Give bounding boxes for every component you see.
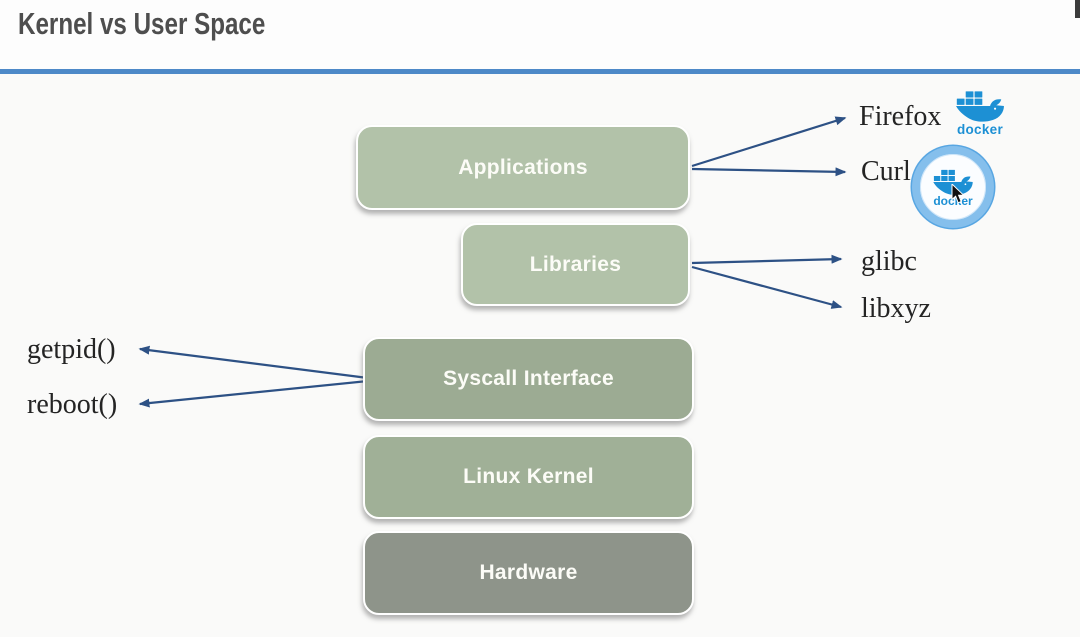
docker-caption: docker: [933, 194, 973, 208]
docker-caption: docker: [956, 122, 1004, 137]
arrow-syscall-to-reboot: [138, 379, 369, 408]
header-divider-line: [0, 69, 1080, 74]
label-getpid: getpid(): [27, 334, 116, 365]
box-syscall-interface-label: Syscall Interface: [443, 367, 614, 390]
box-libraries-label: Libraries: [529, 252, 622, 276]
box-hardware: Hardware: [363, 531, 694, 615]
window-corner-fragment: [1075, 0, 1080, 18]
box-hardware-label: Hardware: [479, 561, 578, 584]
docker-logo-firefox[interactable]: docker: [946, 89, 1014, 137]
box-linux-kernel: Linux Kernel: [363, 435, 694, 519]
box-applications-label: Applications: [458, 155, 588, 179]
box-linux-kernel-label: Linux Kernel: [463, 465, 594, 488]
label-libxyz: libxyz: [861, 293, 931, 324]
docker-whale-icon: [956, 91, 1004, 122]
label-reboot: reboot(): [27, 389, 118, 420]
arrow-libraries-to-glibc: [691, 254, 843, 265]
label-curl: Curl: [861, 156, 911, 187]
box-syscall-interface: Syscall Interface: [363, 337, 694, 421]
slide-header: Kernel vs User Space: [0, 0, 1080, 69]
mouse-cursor-icon: [951, 184, 965, 204]
arrow-libraries-to-libxyz: [691, 265, 843, 309]
label-firefox: Firefox: [859, 101, 942, 132]
label-glibc: glibc: [861, 246, 917, 277]
box-libraries: Libraries: [461, 223, 690, 306]
box-applications: Applications: [356, 125, 690, 210]
docker-logo-curl-circled[interactable]: docker: [912, 146, 994, 228]
arrow-applications-to-curl: [691, 167, 847, 177]
arrow-syscall-to-getpid: [138, 345, 369, 380]
arrow-applications-to-firefox: [691, 116, 847, 168]
page-title: Kernel vs User Space: [18, 6, 266, 41]
